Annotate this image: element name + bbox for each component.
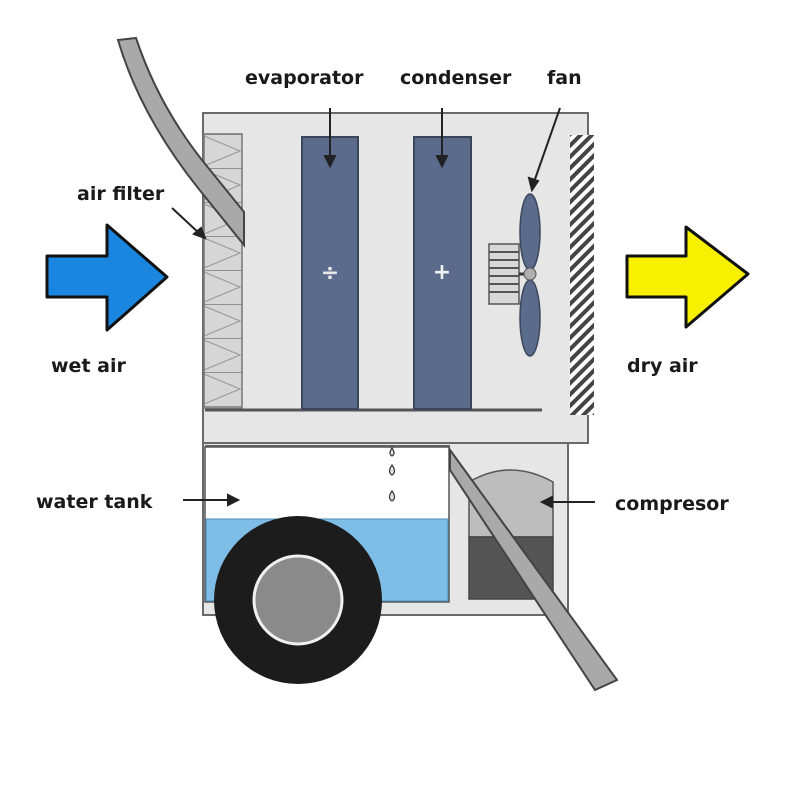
label-fan: fan bbox=[547, 67, 582, 89]
exhaust-grille bbox=[570, 135, 594, 415]
wheel bbox=[214, 516, 382, 684]
air-filter bbox=[203, 133, 243, 409]
handle-strap-upper bbox=[116, 36, 245, 248]
condenser-coil bbox=[413, 136, 472, 410]
water-tank-pointer bbox=[183, 493, 241, 507]
label-dry-air: dry air bbox=[627, 355, 698, 377]
air-filter-pointer bbox=[171, 207, 207, 240]
compressor-pointer bbox=[539, 495, 595, 509]
evaporator-coil bbox=[301, 136, 359, 410]
fan-pointer bbox=[527, 107, 561, 193]
label-compressor: compresor bbox=[615, 493, 729, 515]
fan-icon bbox=[519, 193, 541, 357]
fan-motor bbox=[488, 243, 528, 305]
label-evaporator: evaporator bbox=[245, 67, 364, 89]
wet-air-arrow-icon bbox=[45, 223, 169, 332]
handle-strap-lower bbox=[449, 446, 619, 692]
water-droplet-icon bbox=[388, 446, 396, 502]
label-air-filter: air filter bbox=[77, 183, 165, 205]
dry-air-arrow-icon bbox=[625, 225, 750, 329]
housing-upper bbox=[202, 112, 589, 444]
label-condenser: condenser bbox=[400, 67, 512, 89]
label-wet-air: wet air bbox=[51, 355, 126, 377]
condenser-pointer bbox=[435, 108, 449, 169]
label-water-tank: water tank bbox=[36, 491, 153, 513]
evaporator-pointer bbox=[323, 108, 337, 169]
evaporator-sign: ÷ bbox=[321, 261, 339, 286]
condenser-sign: + bbox=[433, 260, 451, 285]
